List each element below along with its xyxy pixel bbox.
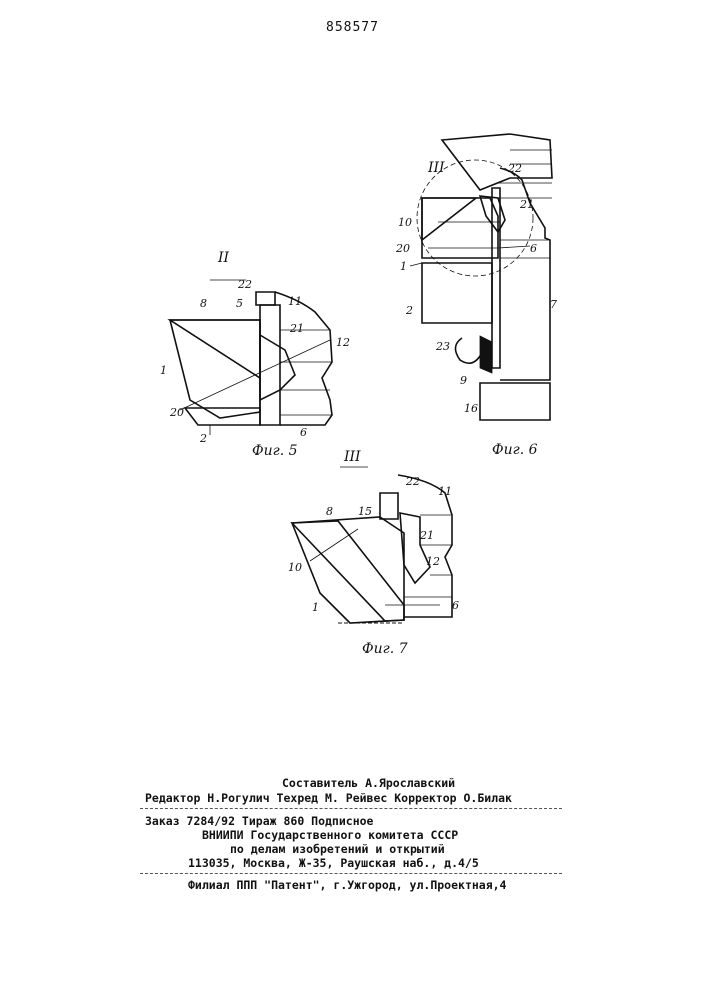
fig6-label-1: 1 (400, 260, 407, 273)
fig5-label-12: 12 (336, 336, 350, 349)
fig5-drawing (170, 292, 332, 435)
fig6-label-16: 16 (464, 402, 478, 415)
fig5-label-21: 21 (289, 322, 304, 335)
fig6-label-23: 23 (435, 340, 450, 353)
fig6-label-21: 21 (519, 198, 534, 211)
imprint-compiler: Составитель А.Ярославский (282, 776, 455, 790)
imprint-order: Заказ 7284/92 Тираж 860 Подписное (145, 814, 373, 828)
fig6-label-22: 22 (507, 162, 522, 175)
fig6-label-10: 10 (398, 216, 412, 229)
fig6-caption: Фиг. 6 (492, 442, 538, 458)
imprint-address: 113035, Москва, Ж-35, Раушская наб., д.4… (188, 856, 479, 870)
fig7-caption: Фиг. 7 (362, 641, 408, 657)
figure-6: III 22 21 6 10 20 1 2 7 23 9 16 Фиг. 6 (380, 128, 570, 458)
fig7-label-10: 10 (288, 561, 302, 574)
fig7-label-22: 22 (405, 475, 420, 488)
fig6-label-2: 2 (405, 304, 413, 317)
patent-number: 858577 (326, 20, 379, 35)
fig5-label-22: 22 (237, 278, 252, 291)
fig7-label-12: 12 (426, 555, 440, 568)
fig5-label-11: 11 (288, 295, 302, 308)
imprint-committee: по делам изобретений и открытий (230, 842, 445, 856)
fig6-label-6: 6 (530, 242, 537, 255)
figure-7: III 22 11 8 15 21 10 12 1 6 Фиг. 7 (280, 445, 480, 660)
imprint-vniipi: ВНИИПИ Государственного комитета СССР (202, 828, 458, 842)
fig6-label-20: 20 (395, 242, 410, 255)
fig7-view-label: III (343, 449, 361, 465)
imprint-editors: Редактор Н.Рогулич Техред М. Рейвес Корр… (145, 791, 512, 805)
fig7-label-8: 8 (326, 505, 333, 518)
fig5-label-5: 5 (236, 297, 243, 310)
fig7-label-15: 15 (358, 505, 372, 518)
fig5-label-20: 20 (169, 406, 184, 419)
fig5-label-8: 8 (200, 297, 207, 310)
fig6-label-9: 9 (460, 374, 467, 387)
imprint-branch: Филиал ППП "Патент", г.Ужгород, ул.Проек… (188, 878, 507, 892)
fig7-label-6: 6 (452, 599, 459, 612)
fig5-view-label: II (217, 250, 230, 266)
fig7-label-11: 11 (438, 485, 452, 498)
fig7-label-1: 1 (312, 601, 319, 614)
fig7-label-21: 21 (419, 529, 434, 542)
figure-5: II 8 5 22 11 21 12 1 20 2 6 Фиг. 5 (150, 250, 350, 460)
fig7-drawing (292, 467, 452, 623)
fig6-label-7: 7 (550, 298, 557, 311)
fig5-label-2: 2 (199, 432, 207, 445)
fig5-label-6: 6 (300, 426, 307, 439)
fig5-label-1: 1 (160, 364, 167, 377)
imprint-separator-bottom (140, 873, 562, 874)
imprint-separator-top (140, 808, 562, 809)
fig6-drawing (410, 134, 552, 420)
fig6-view-label: III (427, 160, 445, 176)
